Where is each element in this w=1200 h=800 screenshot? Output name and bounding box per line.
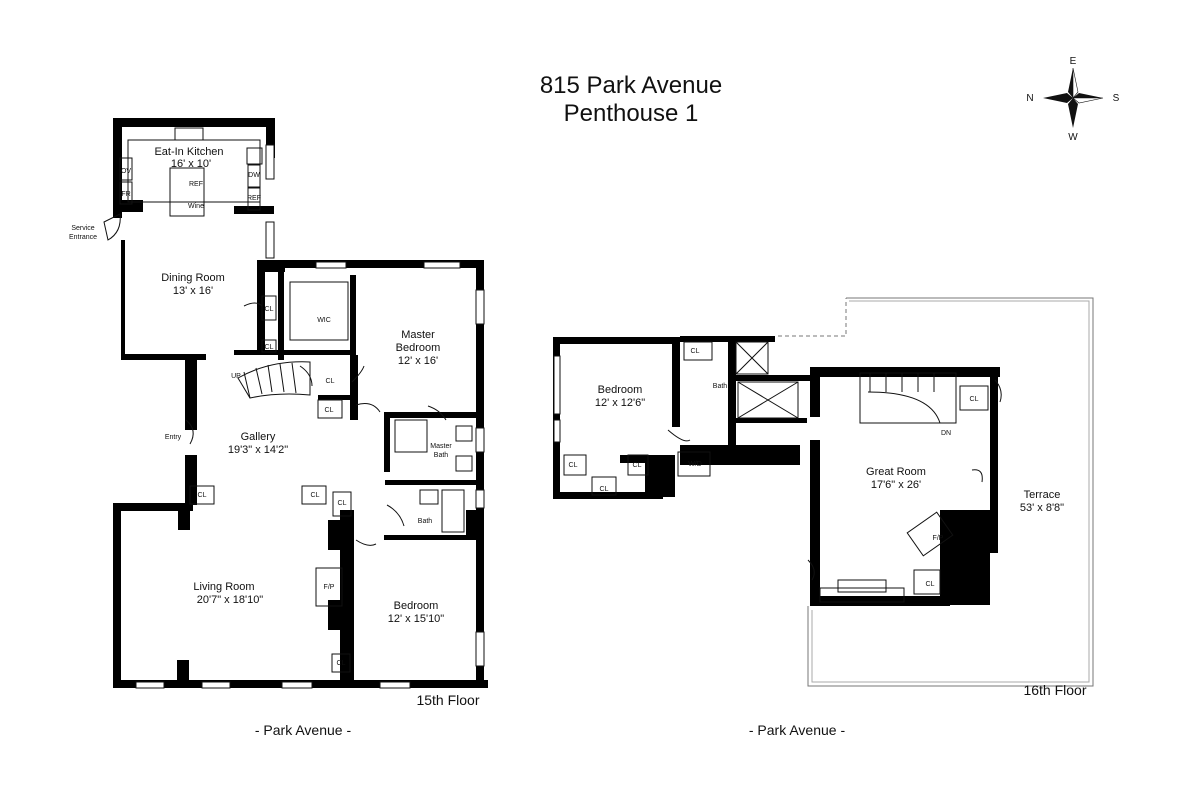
ref-label: REF <box>189 181 203 188</box>
master-bath-label-2: Bath <box>434 452 449 459</box>
gallery-size: 19'3" x 14'2" <box>228 444 288 456</box>
closet-label: CL <box>198 492 207 499</box>
street-label-16: - Park Avenue - <box>749 722 846 738</box>
kitchen-name: Eat-In Kitchen <box>154 146 223 158</box>
wic-label: WIC <box>317 317 331 324</box>
master-name-2: Bedroom <box>396 342 441 354</box>
wine-label: Wine <box>188 203 204 210</box>
kitchen-size: 16' x 10' <box>171 158 211 170</box>
fridge-label: FR <box>121 191 130 198</box>
bedroom16-name: Bedroom <box>598 384 643 396</box>
terrace-size: 53' x 8'8" <box>1020 502 1064 514</box>
closet-label: CL <box>926 581 935 588</box>
terrace-name: Terrace <box>1024 489 1061 501</box>
closet-label: CL <box>338 500 347 507</box>
bath16-label: Bath <box>713 383 728 390</box>
bedroom16-size: 12' x 12'6" <box>595 397 645 409</box>
bath-label: Bath <box>418 518 433 525</box>
ref-label: REF <box>247 195 261 202</box>
closet-label: CL <box>311 492 320 499</box>
stair-up-label: UP <box>231 373 241 380</box>
closet-label: CL <box>326 378 335 385</box>
living-size: 20'7" x 18'10" <box>197 594 264 606</box>
floor-16-label: 16th Floor <box>1023 682 1086 698</box>
floor-16-plan <box>553 336 1000 606</box>
closet-label: CL <box>600 486 609 493</box>
great-room-name: Great Room <box>866 466 926 478</box>
floor-16-fixtures <box>553 297 1094 687</box>
floor-15-fixtures <box>103 127 485 689</box>
fp16-label: F/P <box>933 535 944 542</box>
bedroom15-size: 12' x 15'10" <box>388 613 445 625</box>
living-name: Living Room <box>193 581 254 593</box>
street-label-15: - Park Avenue - <box>255 722 352 738</box>
dining-name: Dining Room <box>161 272 225 284</box>
bedroom15-name: Bedroom <box>394 600 439 612</box>
dishwasher-label: DW <box>248 172 260 179</box>
master-name-1: Master <box>401 329 435 341</box>
closet-label: CL <box>265 344 274 351</box>
compass-s: S <box>1113 93 1120 104</box>
fp-label: F/P <box>324 584 335 591</box>
compass-n: N <box>1026 93 1033 104</box>
compass-rose-icon: E W N S <box>1026 56 1119 143</box>
closet-label: CL <box>265 306 274 313</box>
master-bath-label-1: Master <box>430 443 452 450</box>
floor-15-label: 15th Floor <box>416 692 479 708</box>
service-label-2: Entrance <box>69 234 97 241</box>
gallery-name: Gallery <box>241 431 276 443</box>
closet-label: CL <box>633 462 642 469</box>
closet-label: CL <box>337 660 346 667</box>
oven-label: OV <box>121 168 131 175</box>
closet-label: CL <box>569 462 578 469</box>
dining-size: 13' x 16' <box>173 285 213 297</box>
plan-title: 815 Park Avenue <box>539 72 723 99</box>
compass-w: W <box>1068 132 1078 143</box>
washer-dryer-label: W/D <box>688 461 702 468</box>
great-room-size: 17'6" x 26' <box>871 479 921 491</box>
stair-down-label: DN <box>941 430 951 437</box>
closet-label: CL <box>691 348 700 355</box>
plan-subtitle: Penthouse 1 <box>563 100 699 127</box>
service-label-1: Service <box>71 225 94 232</box>
closet-label: CL <box>970 396 979 403</box>
compass-e: E <box>1070 56 1077 67</box>
master-size: 12' x 16' <box>398 355 438 367</box>
entry-label: Entry <box>165 434 182 441</box>
closet-label: CL <box>325 407 334 414</box>
